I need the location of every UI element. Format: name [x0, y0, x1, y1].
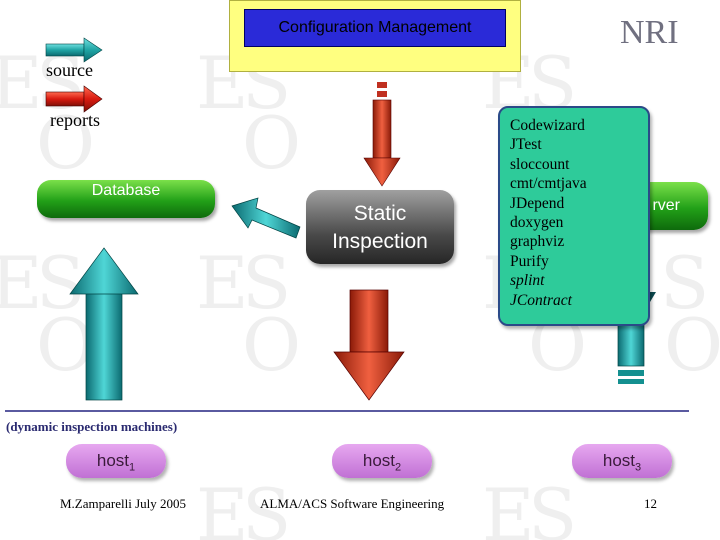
svg-text:E: E [0, 241, 43, 325]
footer-course: ALMA/ACS Software Engineering [260, 496, 445, 511]
host-2-sub: 2 [395, 461, 402, 474]
tools-list-box: Codewizard JTest sloccount cmt/cmtjava J… [498, 106, 650, 326]
host-2: host2 [332, 444, 432, 478]
svg-text:O: O [664, 303, 720, 387]
static-inspection-line1: Static [353, 202, 407, 225]
tool-item: JDepend [510, 194, 565, 212]
host-1: host1 [66, 444, 166, 478]
svg-text:E: E [482, 473, 535, 540]
hosts-to-database-arrow [69, 247, 139, 401]
svg-text:S: S [528, 473, 577, 540]
inspection-to-hosts-arrow [333, 289, 405, 401]
tool-item: Codewizard [510, 117, 585, 134]
dynamic-inspection-label: (dynamic inspection machines) [6, 419, 178, 434]
host-1-sub: 1 [129, 461, 136, 474]
svg-text:O: O [242, 101, 301, 185]
tool-item: Purify [510, 252, 549, 270]
static-inspection-node: Static Inspection [306, 190, 454, 264]
svg-text:O: O [242, 303, 301, 387]
legend-reports-arrow [45, 85, 103, 113]
tool-item: sloccount [510, 155, 570, 173]
tool-item: JTest [510, 136, 542, 154]
static-inspection-line2: Inspection [332, 230, 428, 253]
host-3-sub: 3 [635, 461, 642, 474]
database-node: Database [37, 180, 215, 218]
host-3-name: host [602, 451, 635, 470]
nri-logo: NRI [620, 14, 679, 51]
tool-item: graphviz [510, 233, 565, 251]
svg-text:O: O [36, 101, 95, 185]
svg-text:S: S [242, 473, 291, 540]
config-management-box: Configuration Management [229, 0, 521, 72]
legend-reports-label: reports [50, 110, 100, 130]
legend-source-arrow [45, 37, 103, 63]
database-label: Database [91, 182, 161, 199]
svg-text:O: O [36, 303, 95, 387]
tool-item: doxygen [510, 214, 564, 232]
tool-item: JContract [510, 291, 572, 309]
svg-text:E: E [0, 41, 43, 125]
svg-text:E: E [196, 473, 249, 540]
svg-text:S: S [660, 241, 709, 325]
footer-page-number: 12 [644, 496, 657, 511]
inspection-to-database-arrow [231, 197, 301, 239]
divider-line [5, 410, 689, 412]
host-2-name: host [362, 451, 395, 470]
footer-author: M.Zamparelli July 2005 [60, 496, 187, 511]
tool-item: splint [510, 272, 545, 290]
config-to-inspection-arrow [363, 82, 401, 187]
config-management-title: Configuration Management [244, 9, 506, 47]
server-label: rver [652, 197, 680, 214]
legend-source-label: source [46, 60, 93, 80]
svg-text:S: S [242, 241, 291, 325]
host-3: host3 [572, 444, 672, 478]
tool-item: cmt/cmtjava [510, 175, 587, 193]
svg-text:E: E [196, 241, 249, 325]
host-1-name: host [96, 451, 129, 470]
svg-text:S: S [36, 241, 85, 325]
